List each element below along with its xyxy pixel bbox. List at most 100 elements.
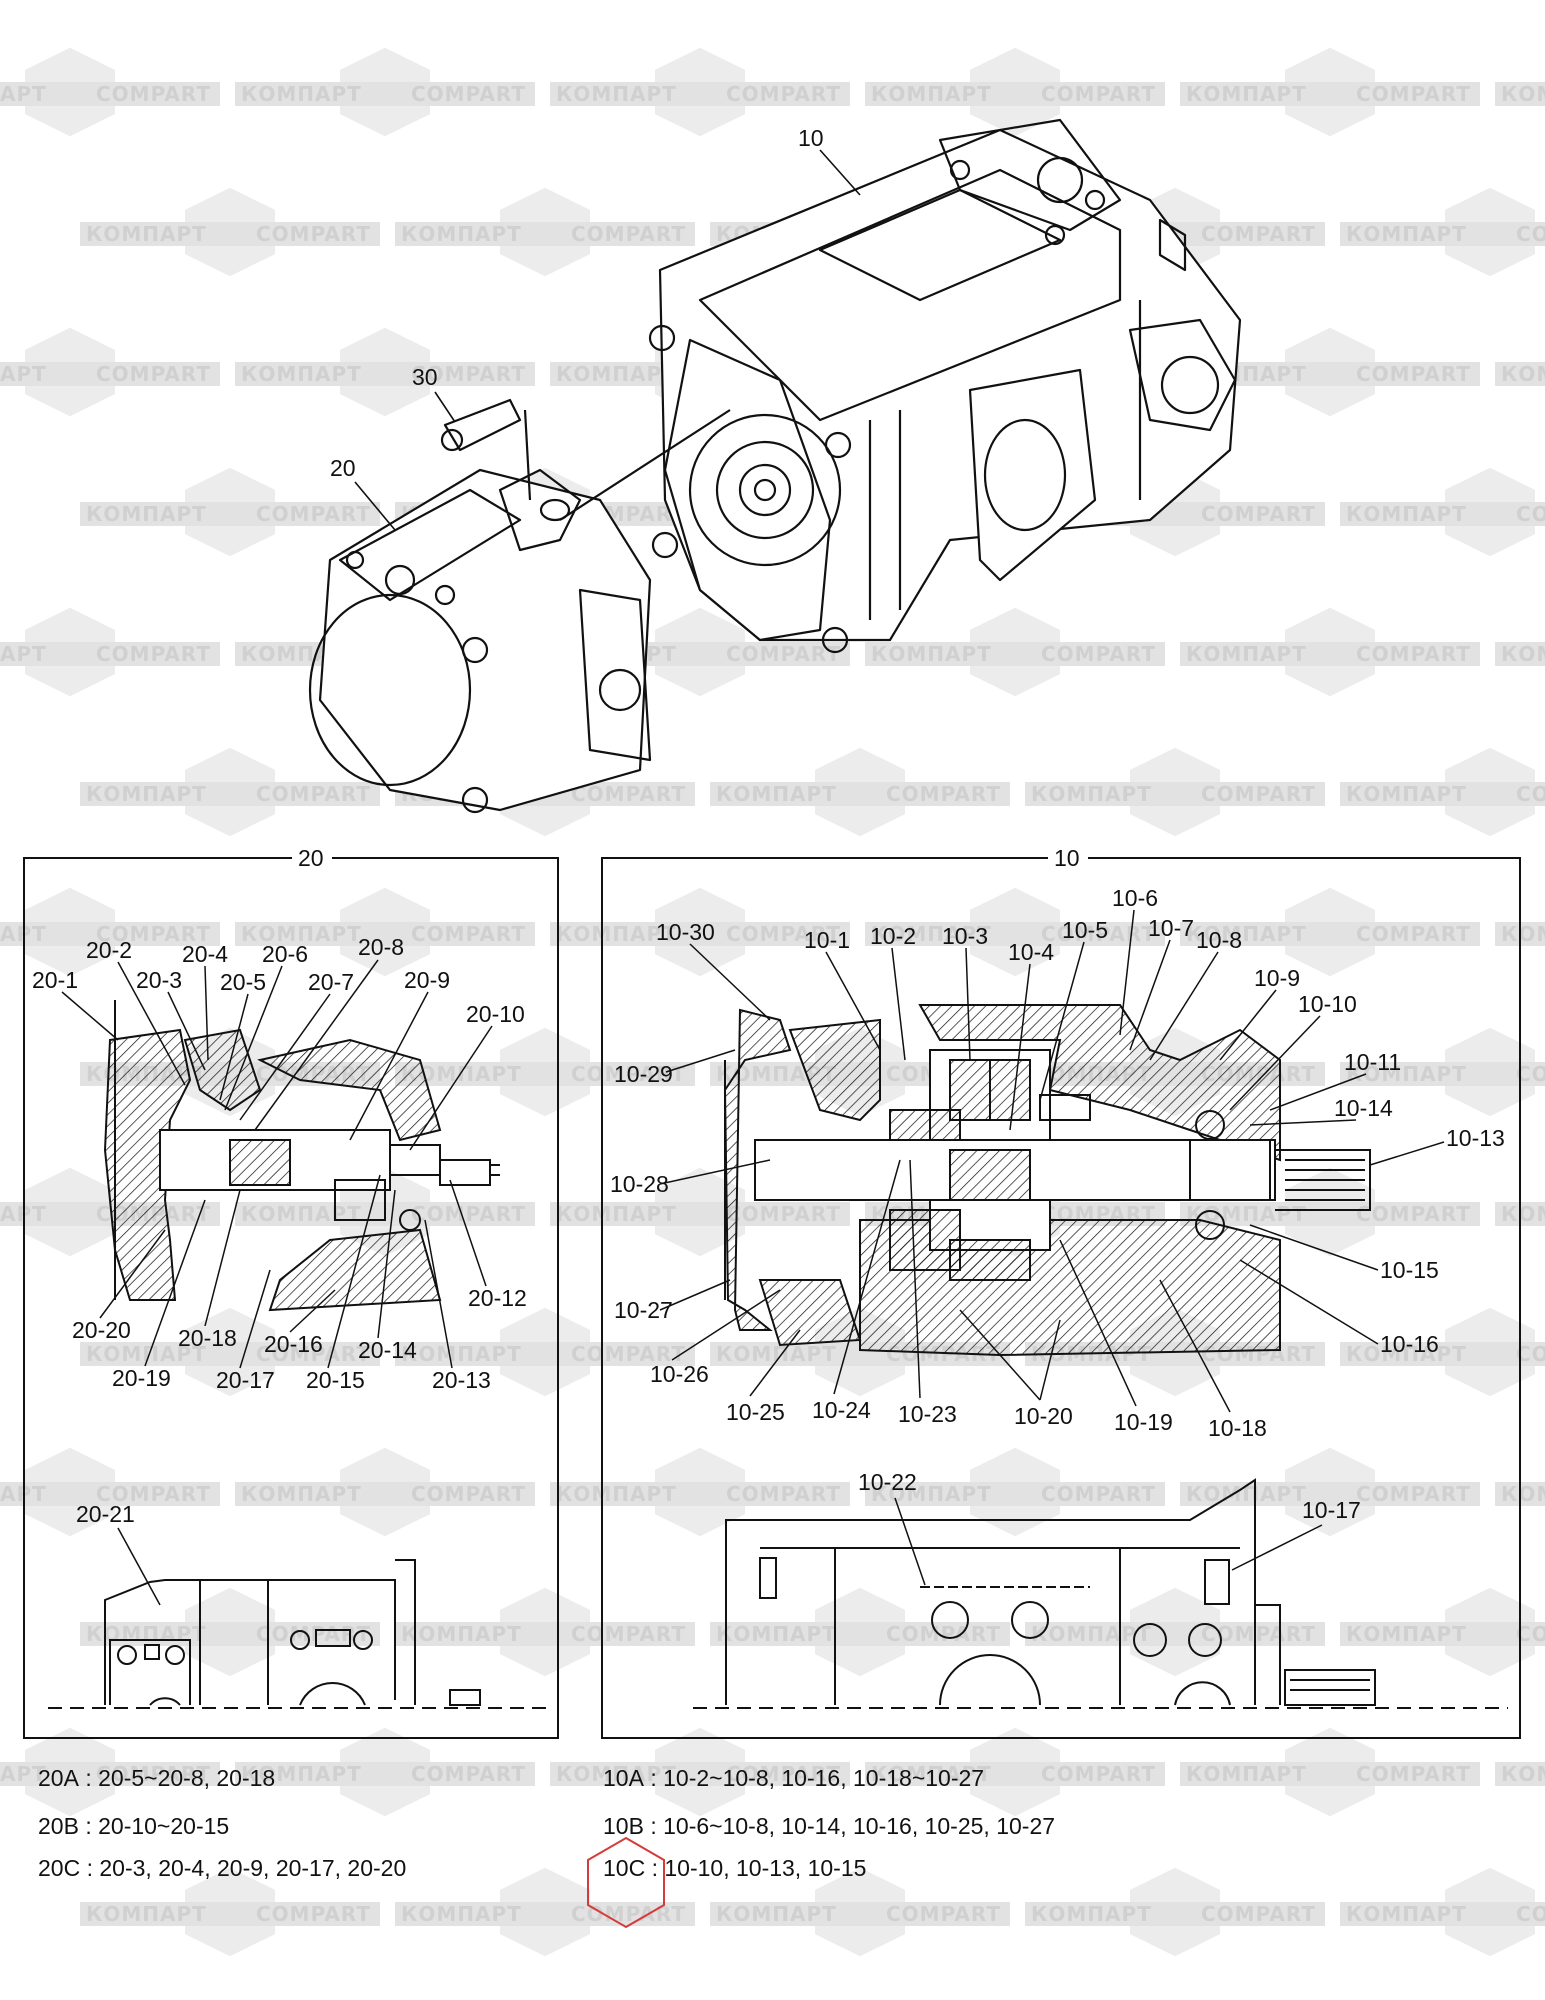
watermark-band: [395, 1622, 695, 1646]
callout-20-8: 20-8: [358, 934, 404, 960]
callout-20-6: 20-6: [262, 941, 308, 967]
watermark-text: КОМПАРТ: [1031, 782, 1152, 806]
watermark-band: [550, 1762, 850, 1786]
watermark-band: [235, 1482, 535, 1506]
watermark-band: [1340, 1062, 1545, 1086]
legend-code: 20B: [38, 1813, 79, 1839]
watermark-text: КОМПАРТ: [716, 1902, 837, 1926]
watermark-text: COMPART: [1201, 1902, 1316, 1926]
callout-10-28: 10-28: [610, 1171, 669, 1197]
watermark-text: КОМПАРТ: [1186, 1762, 1307, 1786]
callout-10-3: 10-3: [942, 923, 988, 949]
legend-20c: 20C : 20-3, 20-4, 20-9, 20-17, 20-20: [38, 1855, 407, 1881]
callout-20-15: 20-15: [306, 1367, 365, 1393]
watermark-band: [1025, 1902, 1325, 1926]
watermark-text: КОМПАРТ: [1501, 362, 1545, 386]
watermark-text: COMPART: [571, 1342, 686, 1366]
callout-10-25: 10-25: [726, 1399, 785, 1425]
callout-10-10: 10-10: [1298, 991, 1357, 1017]
watermark-text: КОМПАРТ: [1186, 922, 1307, 946]
callout-20-10: 20-10: [466, 1001, 525, 1027]
watermark-tile: КОМПАРТ COMPART: [710, 1867, 1010, 1957]
callout-10-16: 10-16: [1380, 1331, 1439, 1357]
watermark-text: КОМПАРТ: [1346, 782, 1467, 806]
callout-10-19: 10-19: [1114, 1409, 1173, 1435]
watermark-band: [865, 922, 1165, 946]
watermark-band: [80, 222, 380, 246]
legend-parts: 20-3, 20-4, 20-9, 20-17, 20-20: [99, 1855, 407, 1881]
watermark-text: COMPART: [1201, 502, 1316, 526]
callout-10-4: 10-4: [1008, 939, 1054, 965]
watermark-text: COMPART: [1356, 922, 1471, 946]
watermark-band: [1495, 642, 1545, 666]
watermark-tile: КОМПАРТ COMPART: [395, 1307, 695, 1397]
watermark-band: [1340, 1622, 1545, 1646]
legend-code: 10C: [603, 1855, 646, 1881]
watermark-text: КОМПАРТ: [1346, 1622, 1467, 1646]
callout-10-14: 10-14: [1334, 1095, 1393, 1121]
callout-10-top: 10: [798, 125, 824, 151]
watermark-band: [1495, 82, 1545, 106]
watermark-band: [1495, 1762, 1545, 1786]
callout-10-5: 10-5: [1062, 917, 1108, 943]
watermark-text: КОМПАРТ: [1501, 922, 1545, 946]
legend-parts: 10-2~10-8, 10-16, 10-18~10-27: [663, 1765, 985, 1791]
watermark-text: COMPART: [411, 1762, 526, 1786]
watermark-text: КОМПАРТ: [1501, 1762, 1545, 1786]
watermark-text: COMPART: [411, 82, 526, 106]
watermark-text: КОМПАРТ: [1501, 82, 1545, 106]
callout-10-13: 10-13: [1446, 1125, 1505, 1151]
watermark-text: КОМПАРТ: [1501, 642, 1545, 666]
watermark-band: [1180, 1482, 1480, 1506]
watermark-text: COMPART: [726, 1482, 841, 1506]
watermark-text: COMPART: [1516, 1902, 1545, 1926]
watermark-text: COMPART: [726, 1762, 841, 1786]
watermark-band: [0, 1762, 220, 1786]
watermark-text: COMPART: [1041, 642, 1156, 666]
watermark-text: КОМПАРТ: [86, 502, 207, 526]
highlight-hexagon: [587, 1836, 665, 1929]
watermark-band: [235, 82, 535, 106]
watermark-band: [80, 782, 380, 806]
watermark-band: [550, 82, 850, 106]
watermark-band: [395, 1902, 695, 1926]
watermark-text: COMPART: [886, 782, 1001, 806]
callout-10-18: 10-18: [1208, 1415, 1267, 1441]
watermark-text: COMPART: [1201, 222, 1316, 246]
watermark-text: КОМПАРТ: [1031, 1902, 1152, 1926]
watermark-text: КОМПАРТ: [1346, 1902, 1467, 1926]
watermark-text: КОМПАРТ: [0, 642, 47, 666]
watermark-text: КОМПАРТ: [401, 1342, 522, 1366]
watermark-band: [865, 642, 1165, 666]
watermark-text: COMPART: [256, 222, 371, 246]
watermark-text: КОМПАРТ: [556, 922, 677, 946]
callout-20-12: 20-12: [468, 1285, 527, 1311]
watermark-text: COMPART: [886, 1902, 1001, 1926]
watermark-band: [550, 1482, 850, 1506]
watermark-band: [865, 1482, 1165, 1506]
callout-20-2: 20-2: [86, 937, 132, 963]
watermark-text: КОМПАРТ: [401, 1622, 522, 1646]
watermark-text: КОМПАРТ: [871, 642, 992, 666]
callout-10-26: 10-26: [650, 1361, 709, 1387]
legend-code: 10B: [603, 1813, 644, 1839]
watermark-text: КОМПАРТ: [1346, 222, 1467, 246]
watermark-text: КОМПАРТ: [1186, 82, 1307, 106]
callout-10-2: 10-2: [870, 923, 916, 949]
watermark-band: [865, 82, 1165, 106]
watermark-text: COMPART: [96, 1762, 211, 1786]
watermark-band: [1180, 82, 1480, 106]
watermark-text: COMPART: [1516, 782, 1545, 806]
watermark-text: COMPART: [411, 1482, 526, 1506]
